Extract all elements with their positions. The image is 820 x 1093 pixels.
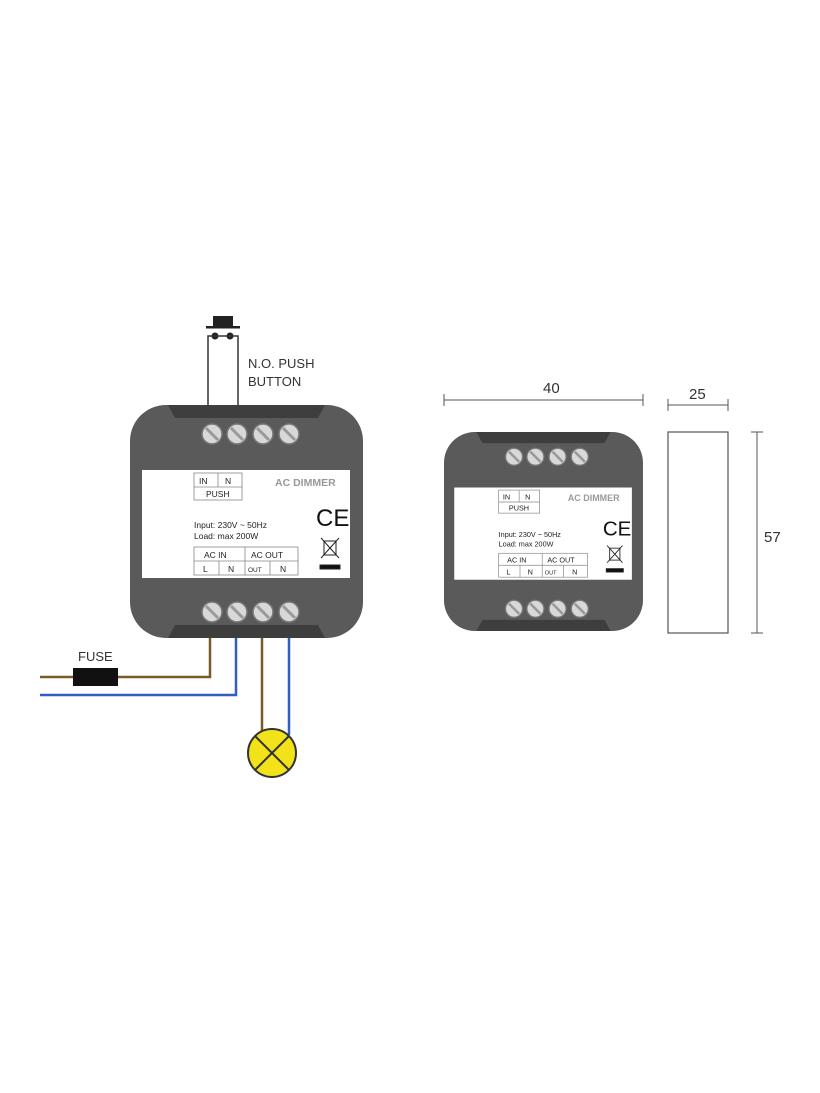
svg-text:CE: CE — [603, 517, 631, 540]
fuse-label: FUSE — [78, 649, 113, 664]
input-rating: Input: 230V ~ 50Hz — [194, 520, 267, 530]
svg-text:AC OUT: AC OUT — [547, 556, 575, 565]
neutral-wire-in — [40, 636, 238, 697]
label-l: L — [203, 564, 208, 574]
push-button-symbol — [206, 316, 240, 407]
svg-text:PUSH: PUSH — [509, 504, 529, 513]
svg-text:AC IN: AC IN — [507, 556, 526, 565]
label-n-out: N — [280, 564, 286, 574]
push-button-label-1: N.O. PUSH — [248, 356, 314, 371]
svg-text:OUT: OUT — [545, 571, 557, 577]
lamp-symbol — [247, 728, 297, 778]
ce-mark: CE — [316, 505, 349, 532]
svg-text:L: L — [506, 568, 510, 577]
dimmer-module-front-view: IN N PUSH AC DIMMER CE Input: 230V ~ 50H… — [443, 432, 643, 631]
dimension-depth: 25 — [689, 386, 706, 403]
dimension-width: 40 — [543, 380, 560, 397]
label-push: PUSH — [206, 489, 230, 499]
label-in: IN — [199, 476, 208, 486]
svg-text:AC DIMMER: AC DIMMER — [568, 493, 620, 503]
load-rating: Load: max 200W — [194, 531, 258, 541]
svg-text:N: N — [528, 568, 533, 577]
label-ac-in: AC IN — [204, 550, 227, 560]
svg-text:N: N — [525, 492, 530, 501]
svg-text:N: N — [572, 568, 577, 577]
svg-text:Load: max 200W: Load: max 200W — [499, 539, 554, 548]
push-button-label-2: BUTTON — [248, 374, 301, 389]
label-panel — [142, 470, 350, 578]
fuse-symbol — [73, 668, 118, 686]
label-out: OUT — [248, 567, 262, 574]
module-title: AC DIMMER — [275, 477, 336, 489]
svg-text:Input: 230V ~ 50Hz: Input: 230V ~ 50Hz — [499, 530, 562, 539]
svg-text:IN: IN — [503, 492, 510, 501]
label-ac-out: AC OUT — [251, 550, 283, 560]
label-n-in: N — [228, 564, 234, 574]
live-wire-in — [40, 636, 212, 679]
label-n: N — [225, 476, 231, 486]
module-side-view — [667, 431, 729, 634]
dimension-height: 57 — [764, 529, 781, 546]
dimension-lines — [443, 394, 763, 634]
dimmer-module-wiring: IN N PUSH AC DIMMER CE Input: 230V ~ 50H… — [130, 405, 363, 638]
weee-bin-icon — [319, 537, 341, 570]
